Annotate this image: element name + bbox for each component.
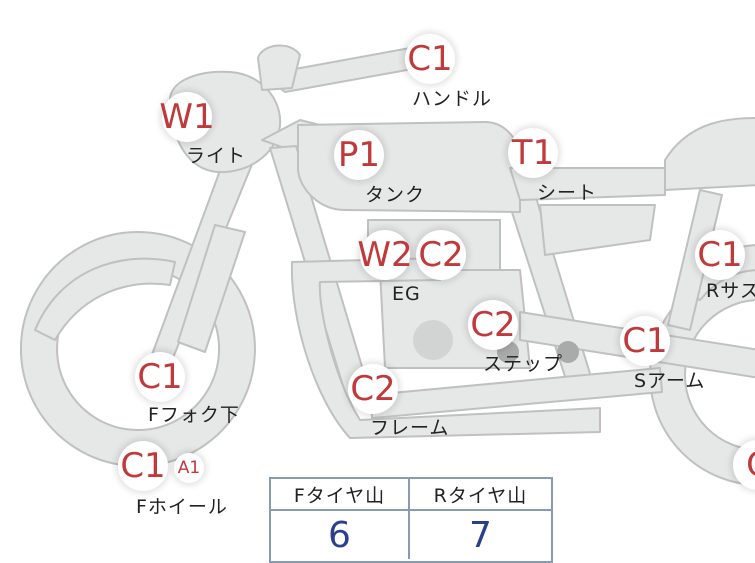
- code-badge-handle[interactable]: C1: [405, 34, 455, 84]
- engine-cover: [413, 320, 453, 360]
- code-badge-step[interactable]: C2: [468, 300, 518, 350]
- step-peg-right: [557, 341, 579, 363]
- label-ffork: Fフォク下: [148, 404, 240, 426]
- code-badge-fwheel-c1[interactable]: C1: [118, 441, 168, 491]
- label-tank: タンク: [365, 184, 426, 206]
- header-rear-tire: Rタイヤ山: [410, 479, 551, 511]
- label-light: ライト: [186, 145, 247, 167]
- side-cover: [539, 204, 656, 256]
- code-badge-sarm[interactable]: C1: [620, 316, 670, 366]
- light-stay: [257, 44, 301, 91]
- seat: [509, 167, 666, 201]
- label-handle: ハンドル: [412, 88, 493, 110]
- fork-tube: [177, 224, 246, 353]
- label-engine: EG: [392, 283, 421, 305]
- label-fwheel: Fホイール: [136, 496, 228, 518]
- code-badge-fwheel-a1[interactable]: A1: [174, 453, 204, 483]
- front-fender: [34, 257, 176, 341]
- code-badge-seat[interactable]: T1: [508, 128, 558, 178]
- code-badge-tank[interactable]: P1: [334, 130, 384, 180]
- tail: [664, 117, 755, 191]
- code-badge-engine-w2[interactable]: W2: [357, 230, 413, 280]
- tire-tread-table: Fタイヤ山 Rタイヤ山 6 7: [269, 477, 553, 563]
- label-sarm: Sアーム: [634, 370, 706, 392]
- value-front-tire: 6: [271, 511, 410, 559]
- value-rear-tire: 7: [469, 514, 492, 556]
- label-rsus: Rサス: [706, 280, 755, 302]
- label-step: ステップ: [483, 353, 564, 375]
- exhaust: [290, 257, 601, 439]
- code-badge-light[interactable]: W1: [159, 92, 215, 142]
- code-badge-ffork[interactable]: C1: [135, 352, 185, 402]
- label-frame: フレーム: [370, 417, 450, 439]
- code-badge-rsus[interactable]: C1: [695, 230, 745, 280]
- label-seat: シート: [537, 182, 598, 204]
- code-badge-engine-c2[interactable]: C2: [416, 230, 466, 280]
- header-front-tire: Fタイヤ山: [271, 479, 410, 511]
- code-badge-frame[interactable]: C2: [348, 364, 398, 414]
- code-badge-rwheel[interactable]: C: [733, 440, 755, 490]
